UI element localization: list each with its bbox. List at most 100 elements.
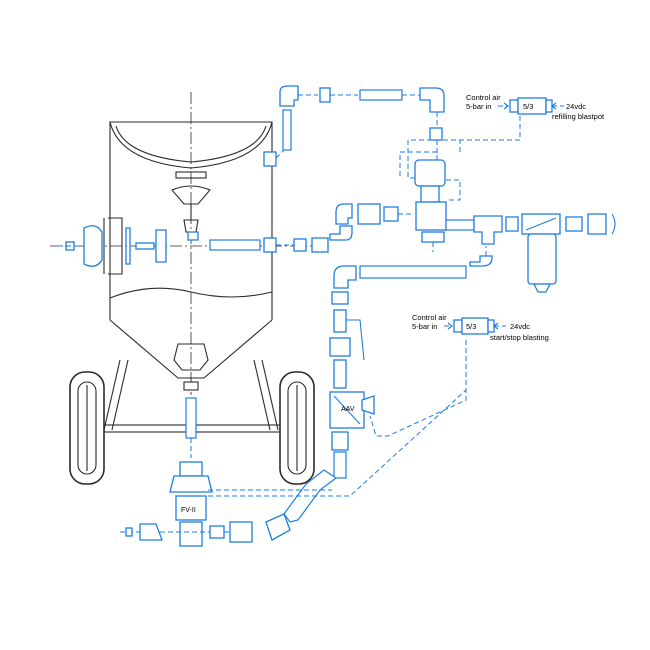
descent-line xyxy=(265,246,493,541)
metering-valve-outlet xyxy=(179,521,203,547)
pop-up-seat xyxy=(175,171,207,179)
inlet-riser xyxy=(282,109,292,151)
claw-coupling xyxy=(587,213,607,235)
nipple xyxy=(383,206,399,222)
plug xyxy=(125,527,133,537)
ball-valve xyxy=(333,309,347,333)
union xyxy=(229,521,253,543)
blast-control-air-label: Control air xyxy=(412,313,447,322)
nipple xyxy=(209,525,225,539)
elbow-side xyxy=(329,225,353,241)
arrow-icon xyxy=(493,322,499,330)
refill-valve-code: 5/3 xyxy=(523,102,533,111)
metering-control-line xyxy=(208,340,467,497)
nipple xyxy=(565,216,583,232)
arrow-icon xyxy=(503,102,509,110)
refill-function-label: refilling blastpot xyxy=(552,112,605,121)
frame-leg-left xyxy=(103,359,121,431)
pot-side-line xyxy=(58,225,353,267)
refill-control-air-label: Control air xyxy=(466,93,501,102)
pot-outlet-nipple xyxy=(183,381,199,391)
inlet-piping xyxy=(263,85,445,167)
nipple xyxy=(505,216,519,232)
elbow-right-mid xyxy=(469,255,493,267)
coupling xyxy=(429,127,443,141)
solenoid-valve-icon xyxy=(509,99,519,113)
small-elbow xyxy=(187,231,199,241)
refill-voltage-label: 24vdc xyxy=(566,102,586,111)
exhaust-valve-body xyxy=(414,159,446,187)
claw-coupling-end xyxy=(611,213,616,235)
frame-leg-left-inner xyxy=(111,359,129,431)
elbow-left-mid xyxy=(333,265,357,289)
metering-valve-label: FV-II xyxy=(181,507,196,514)
blast-valve-code: 5/3 xyxy=(466,322,476,331)
gasket xyxy=(125,227,131,265)
pipe-short xyxy=(333,359,347,389)
exhaust-valve-neck xyxy=(420,185,440,203)
elbow-top-left xyxy=(279,85,299,107)
arrow-icon xyxy=(551,102,557,110)
elbow-bottom xyxy=(265,513,291,541)
nipple xyxy=(331,291,349,305)
pipe-to-tee xyxy=(445,219,475,231)
solenoid-valve-icon xyxy=(453,319,463,333)
pot-bottom-outlet xyxy=(173,343,209,371)
pot-top-dish-inner xyxy=(115,125,267,163)
pipe-top-run xyxy=(359,89,403,101)
pop-up-valve xyxy=(171,185,211,205)
tee-fitting xyxy=(473,215,503,245)
solenoid-valve-blast: Control air 5-bar in 5/3 24vdc start/sto… xyxy=(412,313,549,342)
pot-top-dish xyxy=(109,121,273,169)
refill-pressure-label: 5-bar in xyxy=(466,102,491,111)
coupling xyxy=(293,238,307,252)
metering-valve-top xyxy=(179,461,203,477)
manhole-clamp xyxy=(83,225,103,267)
exhaust-valve-assembly xyxy=(399,151,461,252)
blast-voltage-label: 24vdc xyxy=(510,322,530,331)
pot-seam xyxy=(109,287,273,299)
pipe-side-run xyxy=(209,239,261,251)
arrow-icon xyxy=(447,322,453,330)
air-supply-line xyxy=(335,203,616,293)
blast-control-line xyxy=(369,340,467,437)
blast-pressure-label: 5-bar in xyxy=(412,322,437,331)
metering-valve-base xyxy=(175,495,207,521)
claw-coupling xyxy=(139,523,163,541)
union xyxy=(331,431,349,451)
filter-drain xyxy=(532,283,552,293)
ball-valve-handle xyxy=(346,319,365,361)
aav-label: AAV xyxy=(341,406,355,413)
frame-leg-right-inner xyxy=(253,359,271,431)
union xyxy=(311,237,329,253)
diagonal-pipe xyxy=(283,469,338,523)
refill-control-line xyxy=(407,116,521,179)
coupling xyxy=(319,87,331,103)
elbow-top-right xyxy=(419,87,445,113)
wheel-icon xyxy=(69,371,105,485)
pipe-mid-run xyxy=(359,265,467,279)
air-filter-icon xyxy=(527,233,557,285)
control-lines xyxy=(208,116,521,497)
exhaust-valve-base xyxy=(415,201,447,231)
exhaust-outlet xyxy=(421,231,445,243)
frame-leg-right xyxy=(261,359,279,431)
manhole-flange xyxy=(108,217,123,275)
metering-valve-assembly xyxy=(120,378,332,547)
aav-actuator xyxy=(361,395,375,415)
pot-inlet-port xyxy=(263,151,277,167)
pot-side-port xyxy=(263,237,277,253)
blast-function-label: start/stop blasting xyxy=(490,333,549,342)
solenoid-valve-refill: Control air 5-bar in 5/3 24vdc refilling… xyxy=(466,93,605,121)
pipe-lower xyxy=(333,451,347,479)
pot-outlet-pipe xyxy=(185,397,197,439)
manhole-handle xyxy=(155,229,167,263)
union xyxy=(329,337,351,357)
metering-valve-body xyxy=(169,475,213,493)
wheel-icon xyxy=(279,371,315,485)
bolt xyxy=(135,242,155,250)
blast-pot xyxy=(50,92,330,485)
elbow-mid xyxy=(335,203,353,225)
union xyxy=(357,203,381,225)
